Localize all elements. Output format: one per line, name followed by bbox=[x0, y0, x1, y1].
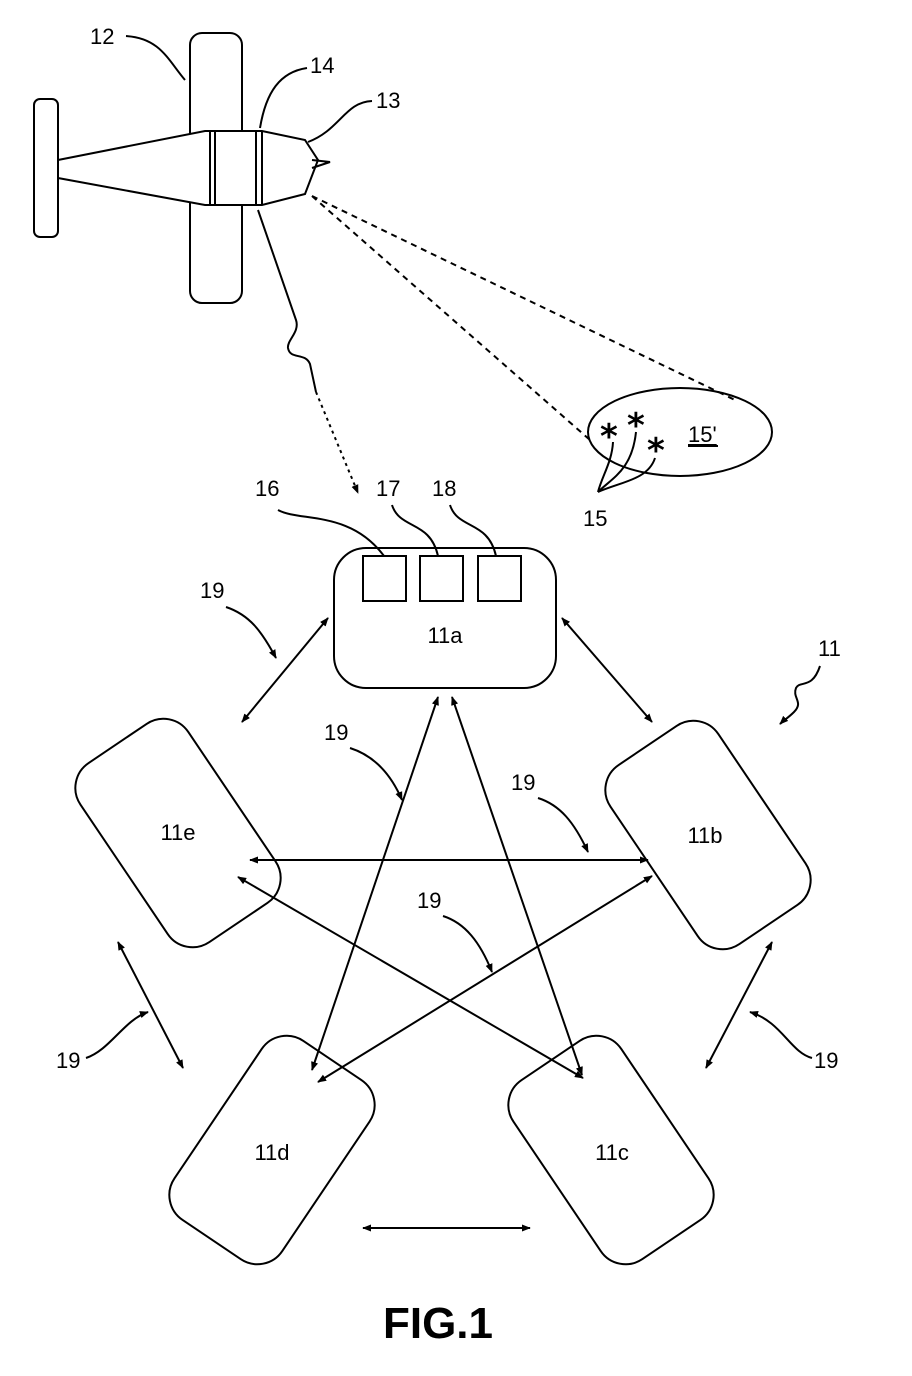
node-11a-label: 11a bbox=[427, 623, 463, 648]
label-19-center-upper: 19 bbox=[324, 720, 348, 745]
label-19-topleft: 19 bbox=[200, 578, 224, 603]
link-11a-11d bbox=[312, 697, 438, 1070]
label-16: 16 bbox=[255, 476, 279, 501]
node-11e-label: 11e bbox=[160, 820, 195, 845]
aircraft bbox=[34, 33, 330, 303]
node-11d-label: 11d bbox=[254, 1140, 289, 1165]
label-19-center: 19 bbox=[417, 888, 441, 913]
link-11a-11b bbox=[562, 618, 652, 722]
mesh-links bbox=[118, 618, 772, 1228]
label-19-bottomleft: 19 bbox=[56, 1048, 80, 1073]
unit-17-box bbox=[420, 556, 463, 601]
label-15: 15 bbox=[583, 506, 607, 531]
datalink-aircraft-to-11a bbox=[258, 210, 358, 493]
link-11a-11e bbox=[242, 618, 328, 722]
node-11c-label: 11c bbox=[595, 1140, 629, 1165]
label-15-prime: 15' bbox=[688, 422, 717, 447]
figure-caption: FIG.1 bbox=[383, 1299, 493, 1348]
node-11a: 11a bbox=[334, 548, 556, 688]
unit-18-box bbox=[478, 556, 521, 601]
node-11b-label: 11b bbox=[687, 823, 722, 848]
label-13: 13 bbox=[376, 88, 400, 113]
tail-plane bbox=[34, 99, 58, 237]
label-11: 11 bbox=[818, 636, 841, 661]
label-19-right-upper: 19 bbox=[511, 770, 535, 795]
link-11e-11d bbox=[118, 942, 183, 1068]
label-14: 14 bbox=[310, 53, 334, 78]
link-11a-11c bbox=[452, 697, 582, 1075]
label-19-bottomright: 19 bbox=[814, 1048, 838, 1073]
fuselage bbox=[58, 131, 318, 205]
target-marker-3: * bbox=[647, 431, 665, 471]
label-12: 12 bbox=[90, 24, 114, 49]
link-11e-11c bbox=[238, 877, 583, 1078]
unit-16-box bbox=[363, 556, 406, 601]
label-17: 17 bbox=[376, 476, 400, 501]
link-11b-11c bbox=[706, 942, 772, 1068]
sensor-field-of-view bbox=[312, 196, 735, 440]
target-marker-1: * bbox=[600, 417, 618, 457]
label-18: 18 bbox=[432, 476, 456, 501]
target-marker-2: * bbox=[627, 406, 645, 446]
